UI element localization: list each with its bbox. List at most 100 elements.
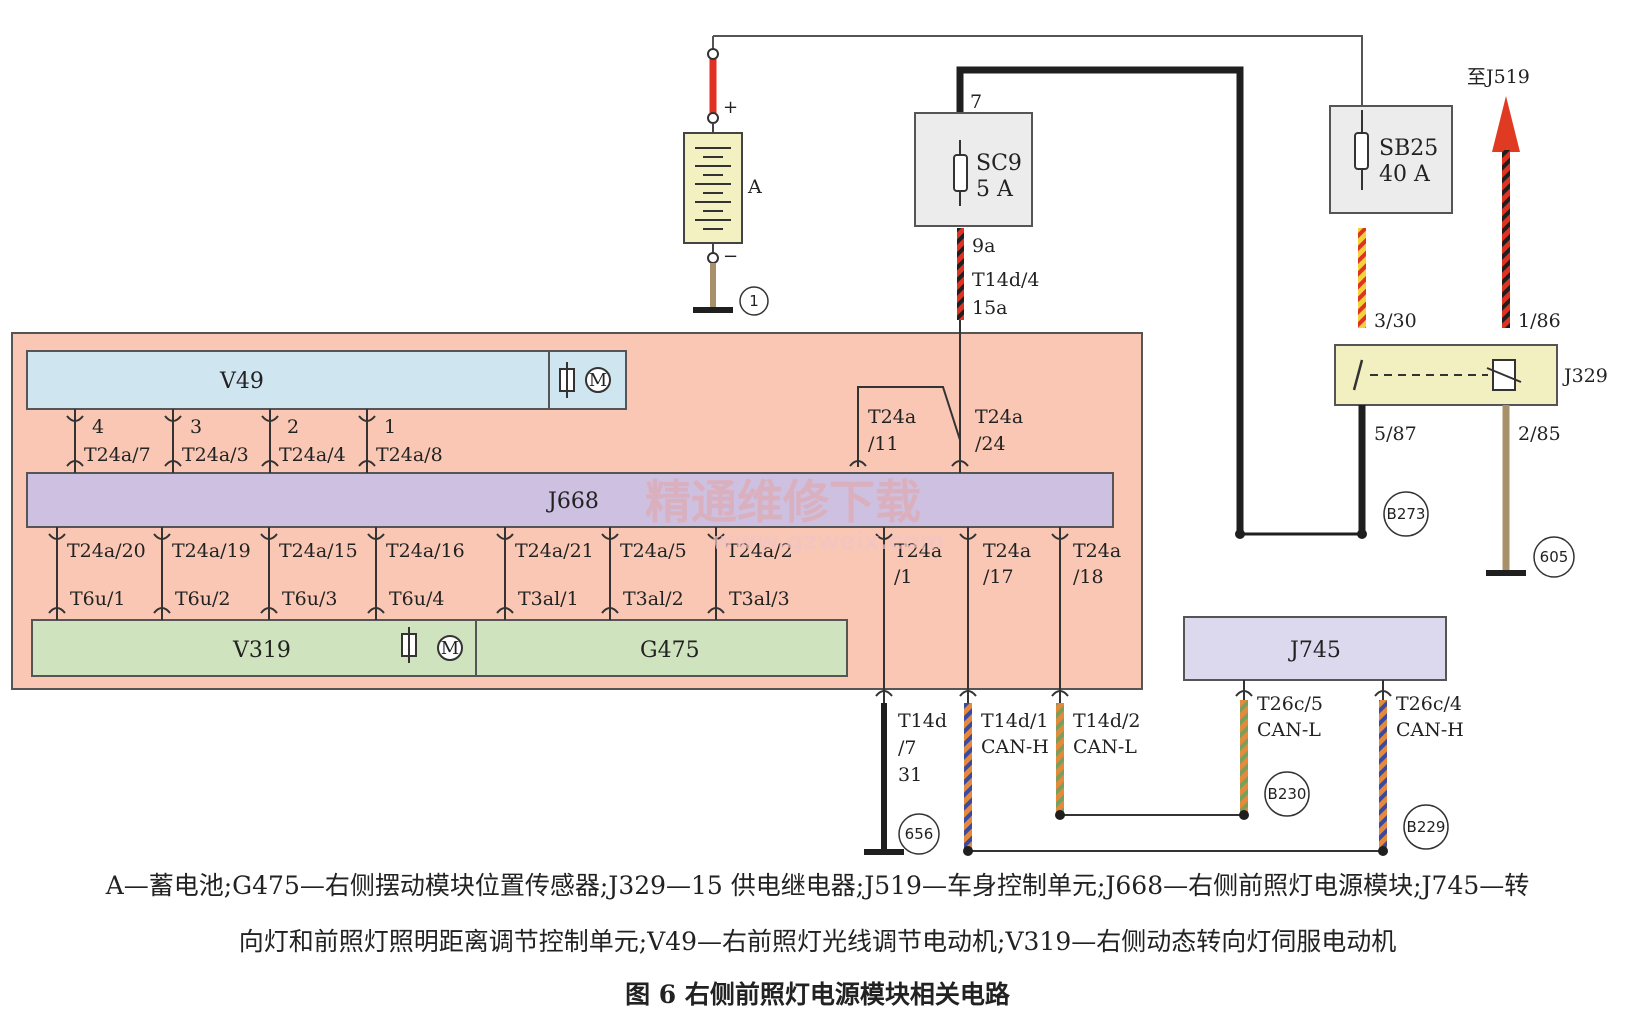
connector-t24a-15: T24a/15 (279, 540, 358, 562)
module-j668 (26, 472, 1114, 528)
connector-t6u-1: T6u/1 (70, 588, 126, 610)
junction-b230-circle (1264, 771, 1310, 817)
t24a-11-sub: /11 (868, 433, 899, 455)
connector-t24a-17: T24a (983, 540, 1031, 562)
battery-a (683, 36, 743, 313)
to-j519-label: 至J519 (1467, 66, 1530, 88)
t14d7-sub: /7 (898, 737, 917, 759)
v319-motor-label: M (441, 638, 459, 659)
connector-t24a-5: T24a/5 (620, 540, 687, 562)
v49-label: V49 (219, 369, 264, 394)
connector-t24a-8: T24a/8 (376, 444, 443, 466)
t26c4-label: T26c/4 (1396, 693, 1462, 715)
wire-sc9-to-j668 (957, 228, 964, 320)
t24a-11-label: T24a (868, 406, 916, 428)
t14d4-label: T14d/4 (972, 269, 1040, 291)
wire-can-l-j745 (1240, 700, 1248, 815)
t24a-24-label: T24a (975, 406, 1023, 428)
connector-t24a-19: T24a/19 (172, 540, 251, 562)
connector-t6u-2: T6u/2 (175, 588, 231, 610)
t14d2-label: T14d/2 (1073, 710, 1141, 732)
t14d7-pin: 31 (898, 764, 922, 786)
wire-sb25-to-j329 (1358, 228, 1366, 328)
fuse-sb25-rating: 40 A (1379, 162, 1431, 187)
j329-pin-coil-gnd: 2/85 (1518, 423, 1561, 445)
j329-pin-coil: 1/86 (1518, 310, 1561, 332)
j329-pin-in: 3/30 (1374, 310, 1417, 332)
connector-t24a-2: T24a/2 (726, 540, 793, 562)
caption-line-1: A—蓄电池;G475—右侧摆动模块位置传感器;J329—15 供电继电器;J51… (105, 871, 1530, 900)
watermark-text: 精通维修下载 (645, 475, 921, 529)
v49-motor-icon: M (559, 362, 611, 398)
wire-battery-to-sb25 (713, 35, 1363, 110)
fuse-sb25-box (1329, 105, 1453, 214)
connector-t24a-16: T24a/16 (386, 540, 465, 562)
j668-v319-g475-wires (48, 527, 725, 620)
sc9-pin-bottom: 9a (972, 235, 995, 257)
junction-b230-label: B230 (1268, 785, 1307, 803)
relay-j329-switch (1352, 359, 1364, 391)
wire-can-l-j668 (1056, 703, 1064, 815)
ground-605-circle (1533, 536, 1575, 578)
connector-t24a-7: T24a/7 (84, 444, 151, 466)
j329-label: J329 (1562, 365, 1608, 387)
connector-t3al-1: T3al/1 (518, 588, 579, 610)
t24a-24-sub: /24 (975, 433, 1006, 455)
v319-label: V319 (232, 638, 291, 663)
control-unit-j745 (1183, 616, 1447, 681)
v49-pin-1: 1 (384, 416, 396, 438)
figure-title: 图 6 右侧前照灯电源模块相关电路 (625, 980, 1010, 1009)
connector-t24a-1-sub: /1 (894, 566, 913, 588)
fuse-sc9-name: SC9 (976, 151, 1022, 176)
j329-pin-out: 5/87 (1374, 423, 1417, 445)
j745-label: J745 (1288, 638, 1341, 663)
t14d4-sub: 15a (972, 297, 1008, 319)
caption-line-2: 向灯和前照灯照明距离调节控制单元;V49—右前照灯光线调节电动机;V319—右侧… (238, 927, 1397, 956)
arrow-to-j519 (1492, 96, 1520, 152)
ground-1-circle (739, 286, 769, 316)
ground-b273-label: B273 (1387, 505, 1426, 523)
t14d7-label: T14d (898, 710, 947, 732)
connector-t24a-18: T24a (1073, 540, 1121, 562)
connector-t3al-3: T3al/3 (729, 588, 790, 610)
t14d2-sub: CAN-L (1073, 736, 1137, 758)
connector-t6u-3: T6u/3 (282, 588, 338, 610)
v49-pin-4: 4 (92, 416, 104, 438)
t14d1-sub: CAN-H (981, 736, 1049, 758)
connector-t24a-4: T24a/4 (279, 444, 346, 466)
junction-b229-circle (1403, 804, 1449, 850)
motor-v49 (26, 350, 550, 410)
t26c5-label: T26c/5 (1257, 693, 1323, 715)
connector-t24a-21: T24a/21 (515, 540, 594, 562)
connector-t24a-1: T24a (894, 540, 942, 562)
wire-can-h-j668 (964, 703, 972, 851)
fuse-sb25-icon (1354, 132, 1369, 170)
connector-t24a-3: T24a/3 (182, 444, 249, 466)
t26c5-sub: CAN-L (1257, 719, 1321, 741)
ground-656-label: 656 (905, 825, 934, 843)
fuse-sb25-name: SB25 (1379, 136, 1438, 161)
v49-pin-2: 2 (287, 416, 299, 438)
fuse-sc9-rating: 5 A (976, 177, 1014, 202)
j668-label: J668 (546, 489, 599, 514)
battery-label: A (747, 176, 762, 198)
v49-j668-wires (66, 409, 376, 473)
wire-j329-to-j519 (1502, 150, 1510, 328)
connector-t24a-18-sub: /18 (1073, 566, 1104, 588)
sc9-pin-top: 7 (970, 91, 982, 113)
t26c4-sub: CAN-H (1396, 719, 1464, 741)
wire-can-h-j745 (1379, 700, 1387, 851)
connector-t6u-4: T6u/4 (389, 588, 445, 610)
fuse-sc9-icon (953, 154, 968, 192)
ground-1-label: 1 (749, 292, 759, 310)
v49-pin-3: 3 (190, 416, 202, 438)
watermark-url: www.gzweix.com (712, 527, 944, 555)
j668-output-wires (875, 527, 1069, 703)
g475-label: G475 (640, 638, 700, 663)
t14d1-label: T14d/1 (981, 710, 1049, 732)
connector-t24a-20: T24a/20 (67, 540, 146, 562)
fuse-sc9-box (914, 112, 1033, 227)
sensor-g475 (475, 619, 848, 677)
battery-minus-label: − (723, 246, 738, 267)
